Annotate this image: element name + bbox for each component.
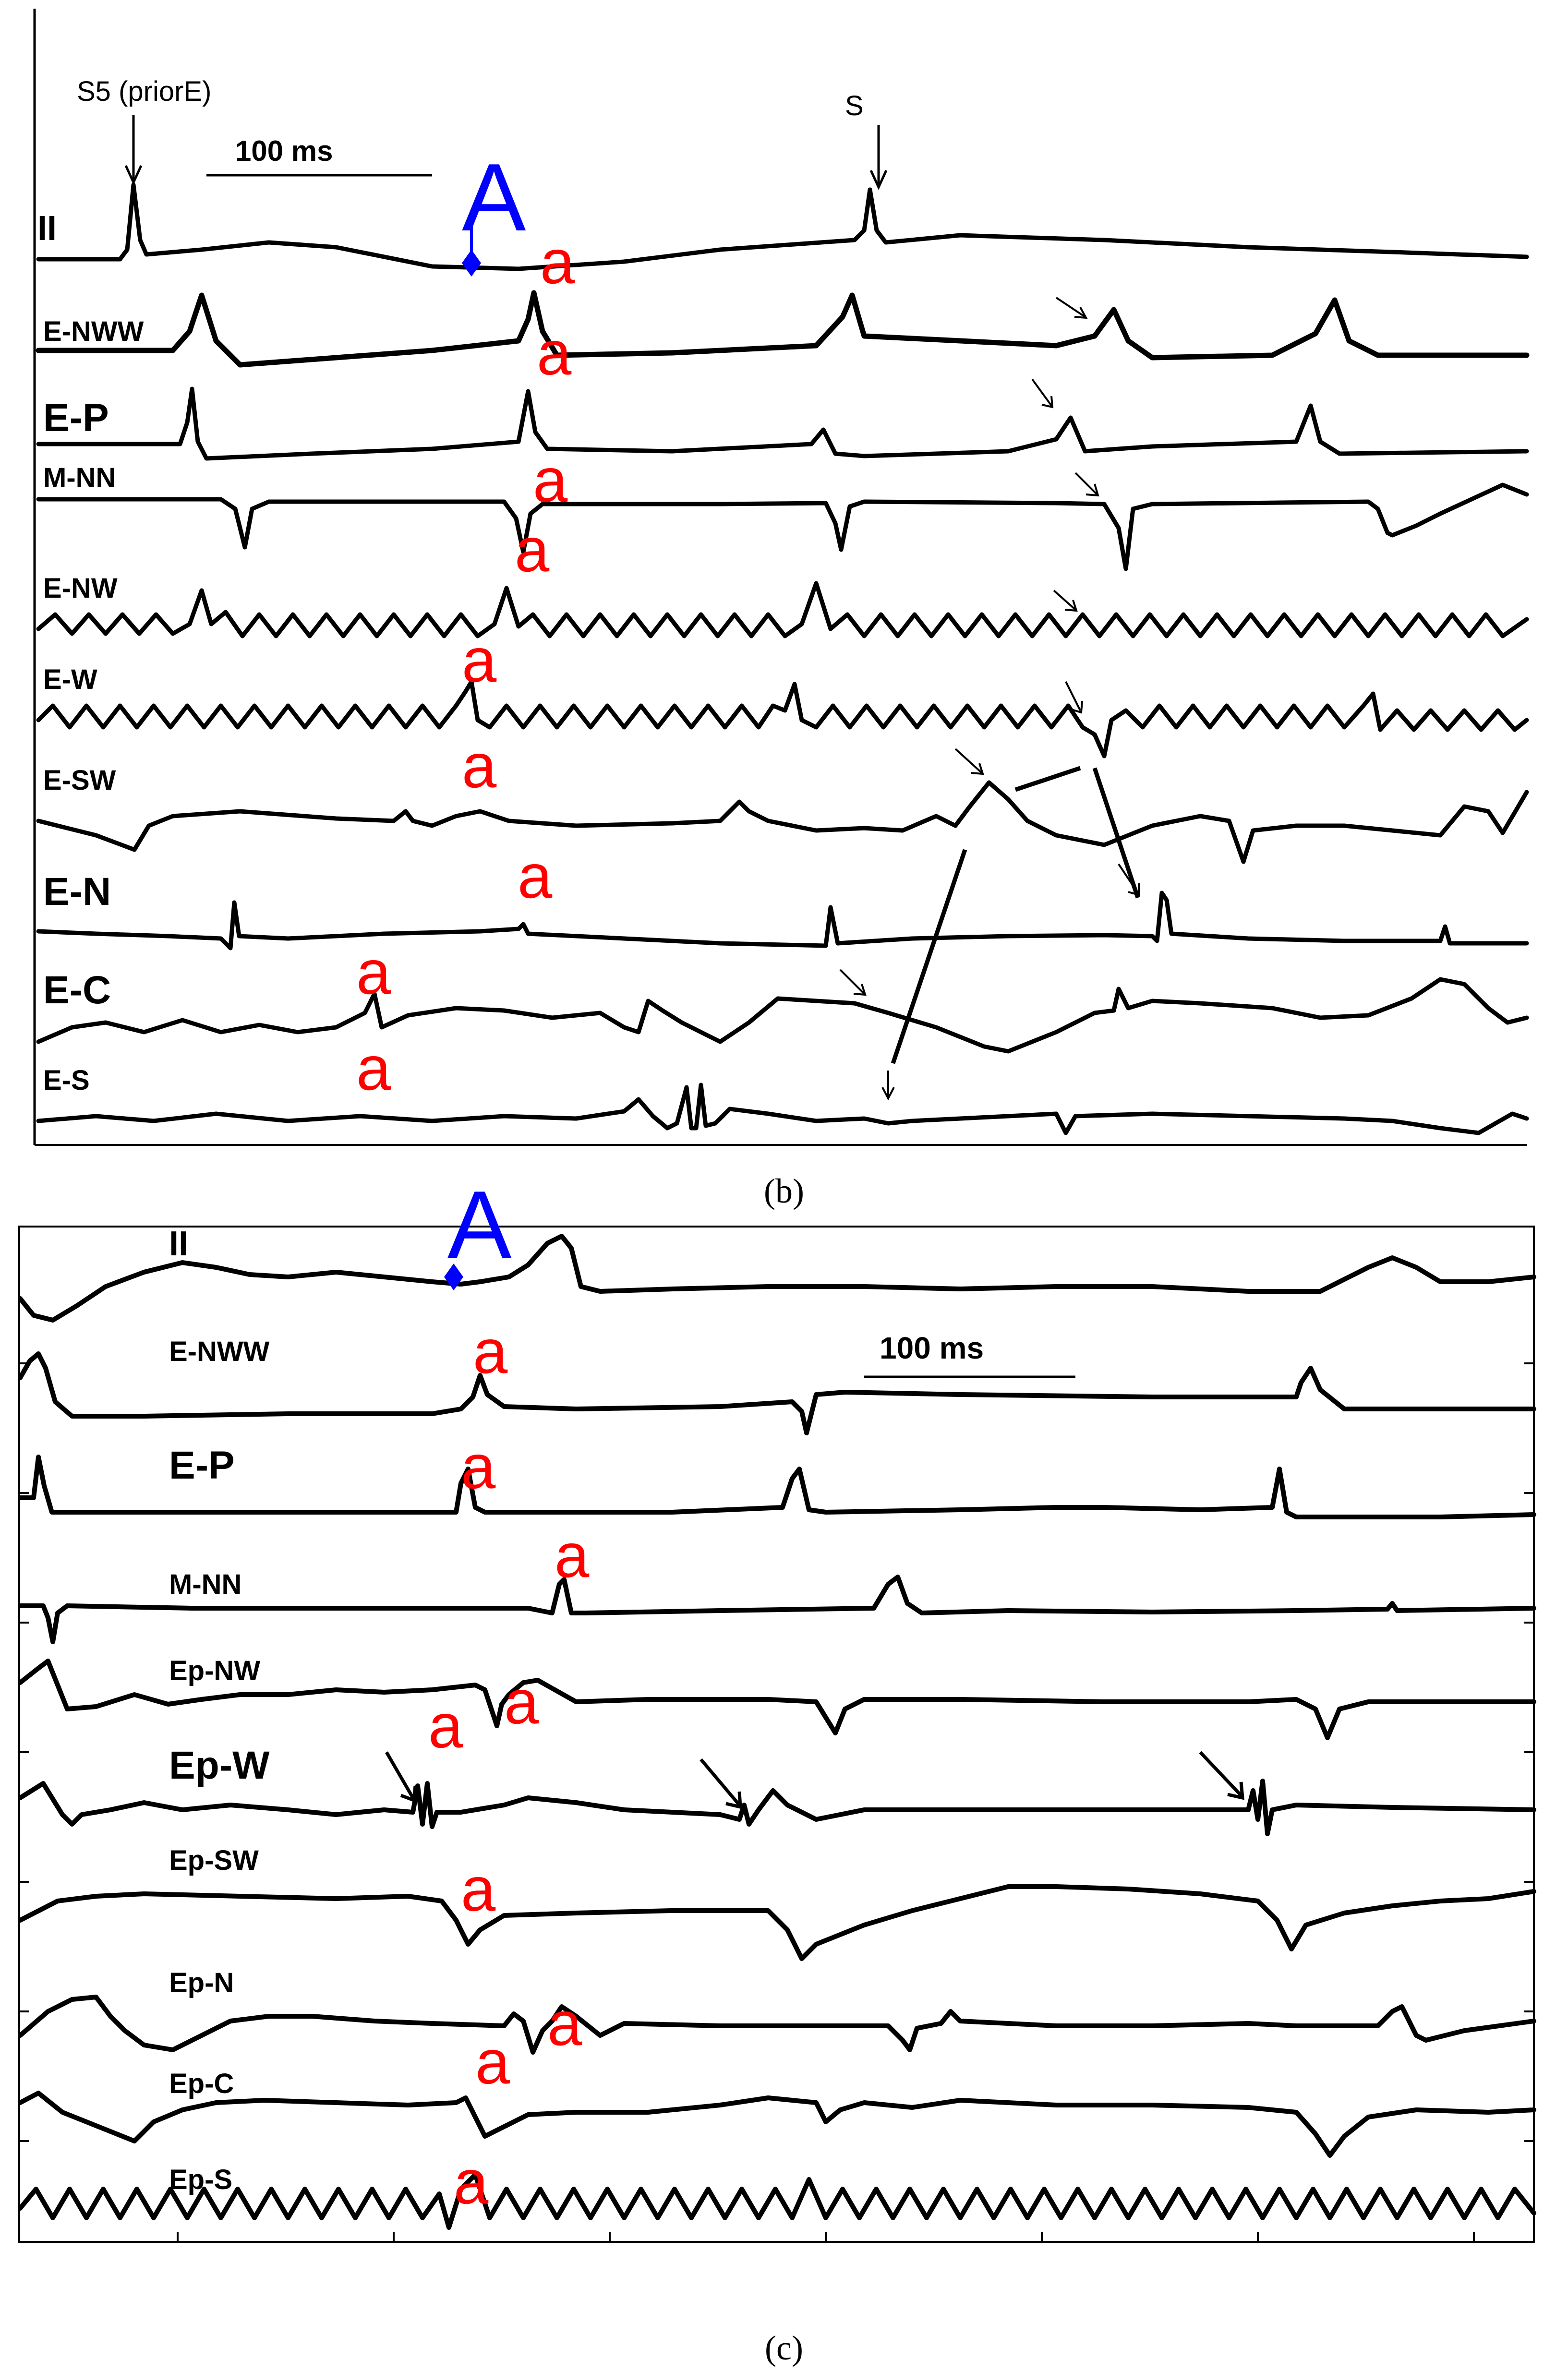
local-activation-mark: a: [356, 1033, 391, 1103]
local-activation-mark: a: [540, 227, 575, 297]
local-activation-mark: a: [547, 1988, 582, 2058]
lead-label-b-E-P: E-P: [43, 396, 109, 440]
trace-c-II: [18, 1234, 1536, 1323]
trace-c-Ep-W: [18, 1779, 1536, 1836]
panel-b-small-arrows: [839, 297, 1140, 1101]
lead-label-c-M-NN: M-NN: [169, 1569, 241, 1600]
lead-label-c-Ep-C: Ep-C: [169, 2068, 234, 2099]
panel-b: S5 (priorE) S 100 ms II E-NWW E-P M-NN E…: [33, 9, 1530, 1210]
lead-label-c-Ep-SW: Ep-SW: [169, 1845, 259, 1876]
trace-c-Ep-SW: [18, 1884, 1536, 1961]
trace-b-E-C: [36, 977, 1529, 1054]
lead-label-b-II: II: [37, 209, 57, 248]
lead-label-c-Ep-S: Ep-S: [169, 2164, 232, 2195]
lead-label-b-E-N: E-N: [43, 870, 111, 914]
conduction-line-2: [1092, 767, 1140, 899]
small-arrow-icon: [1031, 378, 1054, 409]
scale-bar-label-c: 100 ms: [880, 1331, 984, 1365]
small-arrow-icon: [881, 1071, 895, 1101]
panel-c-arrows: [385, 1751, 1244, 1809]
panel-c: 100 ms II E-NWW E-P M-NN Ep-NW Ep-W Ep-S…: [18, 1171, 1536, 2367]
s5-label: S5 (priorE): [77, 76, 211, 107]
conduction-line-3: [891, 849, 967, 1064]
small-arrow-icon: [954, 748, 984, 775]
lead-label-b-E-W: E-W: [43, 664, 97, 695]
local-activation-mark: a: [555, 1520, 590, 1590]
panel-c-caption: (c): [765, 2329, 803, 2367]
scale-bar-label-b: 100 ms: [235, 135, 333, 167]
lead-label-c-Ep-N: Ep-N: [169, 1967, 234, 1998]
lead-label-c-Ep-W: Ep-W: [169, 1744, 270, 1787]
panel-b-lead-labels: II E-NWW E-P M-NN E-NW E-W E-SW E-N E-C …: [37, 209, 144, 1096]
local-activation-mark: a: [537, 318, 572, 388]
s-label: S: [845, 90, 864, 121]
lead-label-b-E-S: E-S: [43, 1065, 90, 1096]
trace-c-M-NN: [18, 1575, 1536, 1644]
panel-c-scale: 100 ms: [864, 1331, 1075, 1378]
arrow-icon: [700, 1758, 742, 1809]
local-activation-mark: a: [462, 625, 497, 695]
trace-c-Ep-S: [18, 2172, 1536, 2230]
s5-arrow-icon: [124, 115, 143, 186]
lead-label-b-E-NW: E-NW: [43, 573, 118, 604]
arrow-icon: [385, 1751, 417, 1803]
trace-b-E-S: [36, 1083, 1529, 1135]
local-activation-mark: a: [518, 841, 553, 911]
panel-c-lead-labels: II E-NWW E-P M-NN Ep-NW Ep-W Ep-SW Ep-N …: [169, 1225, 270, 2195]
trace-b-E-P: [36, 386, 1529, 461]
panel-c-frame: [18, 1226, 1535, 2243]
trace-b-E-N: [36, 891, 1529, 951]
small-arrow-icon: [1065, 681, 1083, 714]
lead-label-b-E-NWW: E-NWW: [43, 316, 144, 347]
local-activation-mark: a: [454, 2147, 489, 2217]
trace-b-E-W: [36, 679, 1529, 758]
s-arrow-icon: [869, 125, 888, 191]
lead-label-b-E-SW: E-SW: [43, 765, 116, 796]
local-activation-mark: a: [461, 1854, 496, 1924]
local-activation-mark: a: [533, 445, 568, 515]
small-arrow-icon: [1053, 590, 1078, 612]
trace-b-E-NW: [36, 581, 1529, 638]
trace-b-M-NN: [36, 482, 1529, 571]
panel-c-ticks: [19, 1362, 1534, 2242]
local-activation-mark: a: [462, 731, 497, 801]
lead-label-b-E-C: E-C: [43, 968, 111, 1012]
trace-b-E-SW: [36, 780, 1529, 864]
panel-b-conduction-lines: [891, 766, 1140, 1064]
lead-label-c-E-NWW: E-NWW: [169, 1336, 270, 1367]
local-activation-mark: a: [428, 1691, 463, 1761]
trace-b-E-NWW: [36, 290, 1530, 368]
lead-label-c-E-P: E-P: [169, 1444, 235, 1487]
panel-b-activation-marks: A a a a a a a a a a: [356, 144, 575, 1103]
local-activation-mark: a: [515, 515, 550, 585]
local-activation-mark: a: [475, 2027, 510, 2097]
panel-c-activation-marks: A a a a a a a a a a: [428, 1171, 590, 2217]
panel-b-stimulus-annotations: S5 (priorE) S 100 ms: [77, 76, 888, 191]
conduction-line-1: [1014, 766, 1081, 792]
lead-label-b-M-NN: M-NN: [43, 462, 116, 493]
trace-c-Ep-C: [18, 2091, 1536, 2158]
atrial-activation-mark-c: A: [447, 1171, 512, 1278]
local-activation-mark: a: [356, 937, 391, 1007]
trace-c-E-P: [18, 1455, 1536, 1519]
lead-label-c-Ep-NW: Ep-NW: [169, 1655, 260, 1686]
panel-b-caption: (b): [764, 1172, 804, 1210]
small-arrow-icon: [839, 969, 867, 996]
local-activation-mark: a: [473, 1316, 508, 1386]
trace-c-Ep-NW: [18, 1659, 1536, 1740]
trace-c-E-NWW: [18, 1351, 1536, 1435]
lead-label-c-II: II: [169, 1225, 188, 1263]
diamond-marker-icon: [444, 1264, 463, 1290]
diamond-marker-icon: [462, 250, 481, 277]
local-activation-mark: a: [504, 1667, 539, 1737]
small-arrow-icon: [1118, 863, 1140, 896]
trace-b-II: [36, 182, 1529, 271]
small-arrow-icon: [1055, 297, 1088, 319]
arrow-icon: [1199, 1751, 1244, 1800]
small-arrow-icon: [1074, 472, 1099, 497]
trace-c-Ep-N: [18, 1995, 1536, 2055]
local-activation-mark: a: [461, 1432, 496, 1502]
